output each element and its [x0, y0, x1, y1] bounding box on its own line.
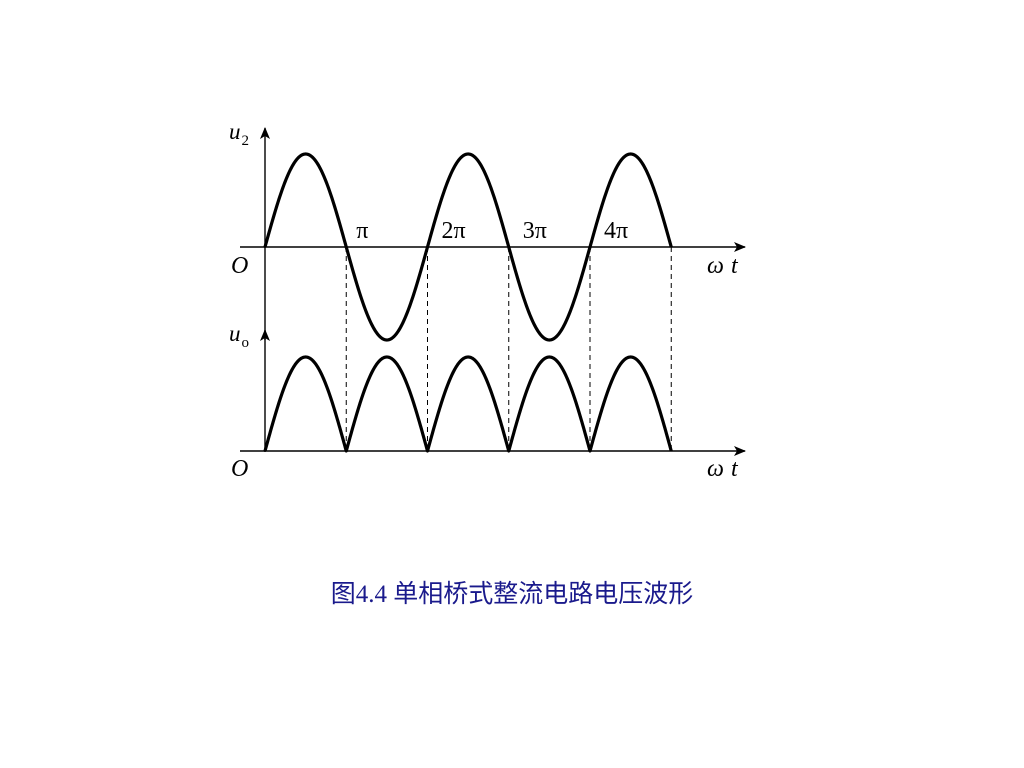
top-origin-label: O — [231, 253, 248, 279]
tick-label-2: 2π — [441, 218, 465, 244]
figure-caption: 图4.4 单相桥式整流电路电压波形 — [330, 581, 694, 608]
tick-label-1: π — [356, 218, 368, 244]
top-y-label: u2 — [229, 119, 249, 149]
bottom-rectified-curve — [263, 355, 673, 453]
top-sine-curve — [263, 152, 673, 342]
bottom-y-label: uo — [229, 321, 249, 351]
guide-dashes — [345, 247, 672, 451]
bottom-origin-label: O — [231, 456, 248, 482]
tick-label-4: 4π — [604, 218, 628, 244]
top-tick-labels: π 2π 3π 4π — [356, 218, 628, 244]
tick-label-3: 3π — [523, 218, 547, 244]
